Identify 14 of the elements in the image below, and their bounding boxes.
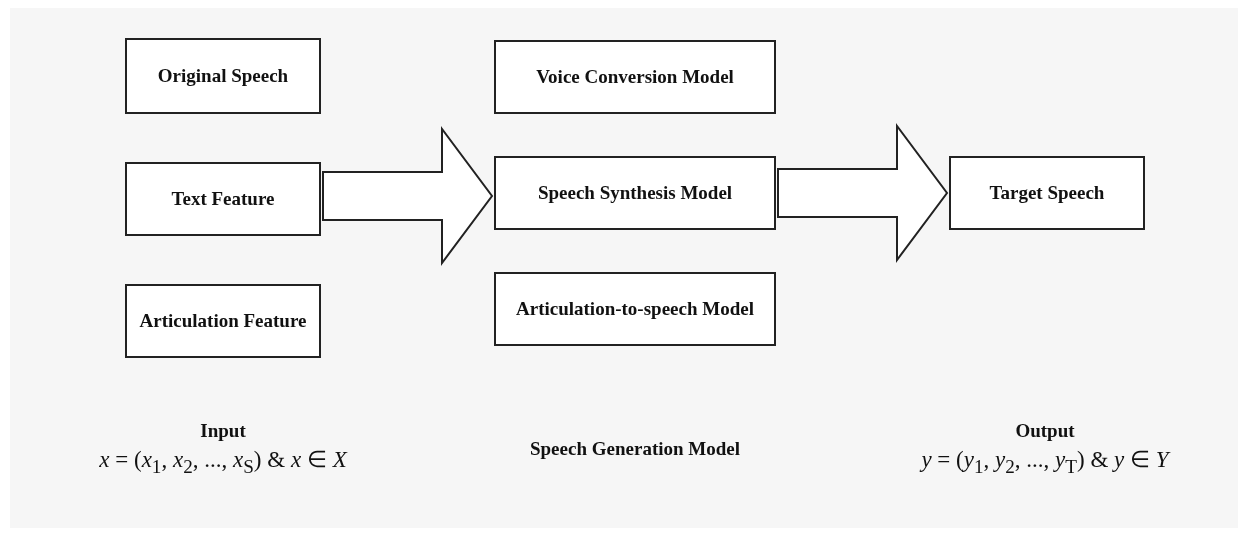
formula: x = (x$_{1}$, x$_{2}$, ..., x$_{S}$) & x ∈ X	[99, 446, 347, 478]
column-caption: Speech Generation Model	[530, 438, 740, 460]
output-box: Target Speech	[949, 156, 1145, 230]
block-arrow	[777, 123, 949, 263]
formula: y = (y$_{1}$, y$_{2}$, ..., y$_{T}$) & y ∈ Y	[921, 446, 1169, 478]
input-box: Original Speech	[125, 38, 321, 114]
input-heading: Input	[200, 420, 246, 442]
model-box: Articulation-to-speech Model	[494, 272, 776, 346]
input-box: Text Feature	[125, 162, 321, 236]
model-box: Voice Conversion Model	[494, 40, 776, 114]
block-arrow	[322, 126, 494, 266]
model-box: Speech Synthesis Model	[494, 156, 776, 230]
output-heading: Output	[1015, 420, 1075, 442]
input-box: Articulation Feature	[125, 284, 321, 358]
